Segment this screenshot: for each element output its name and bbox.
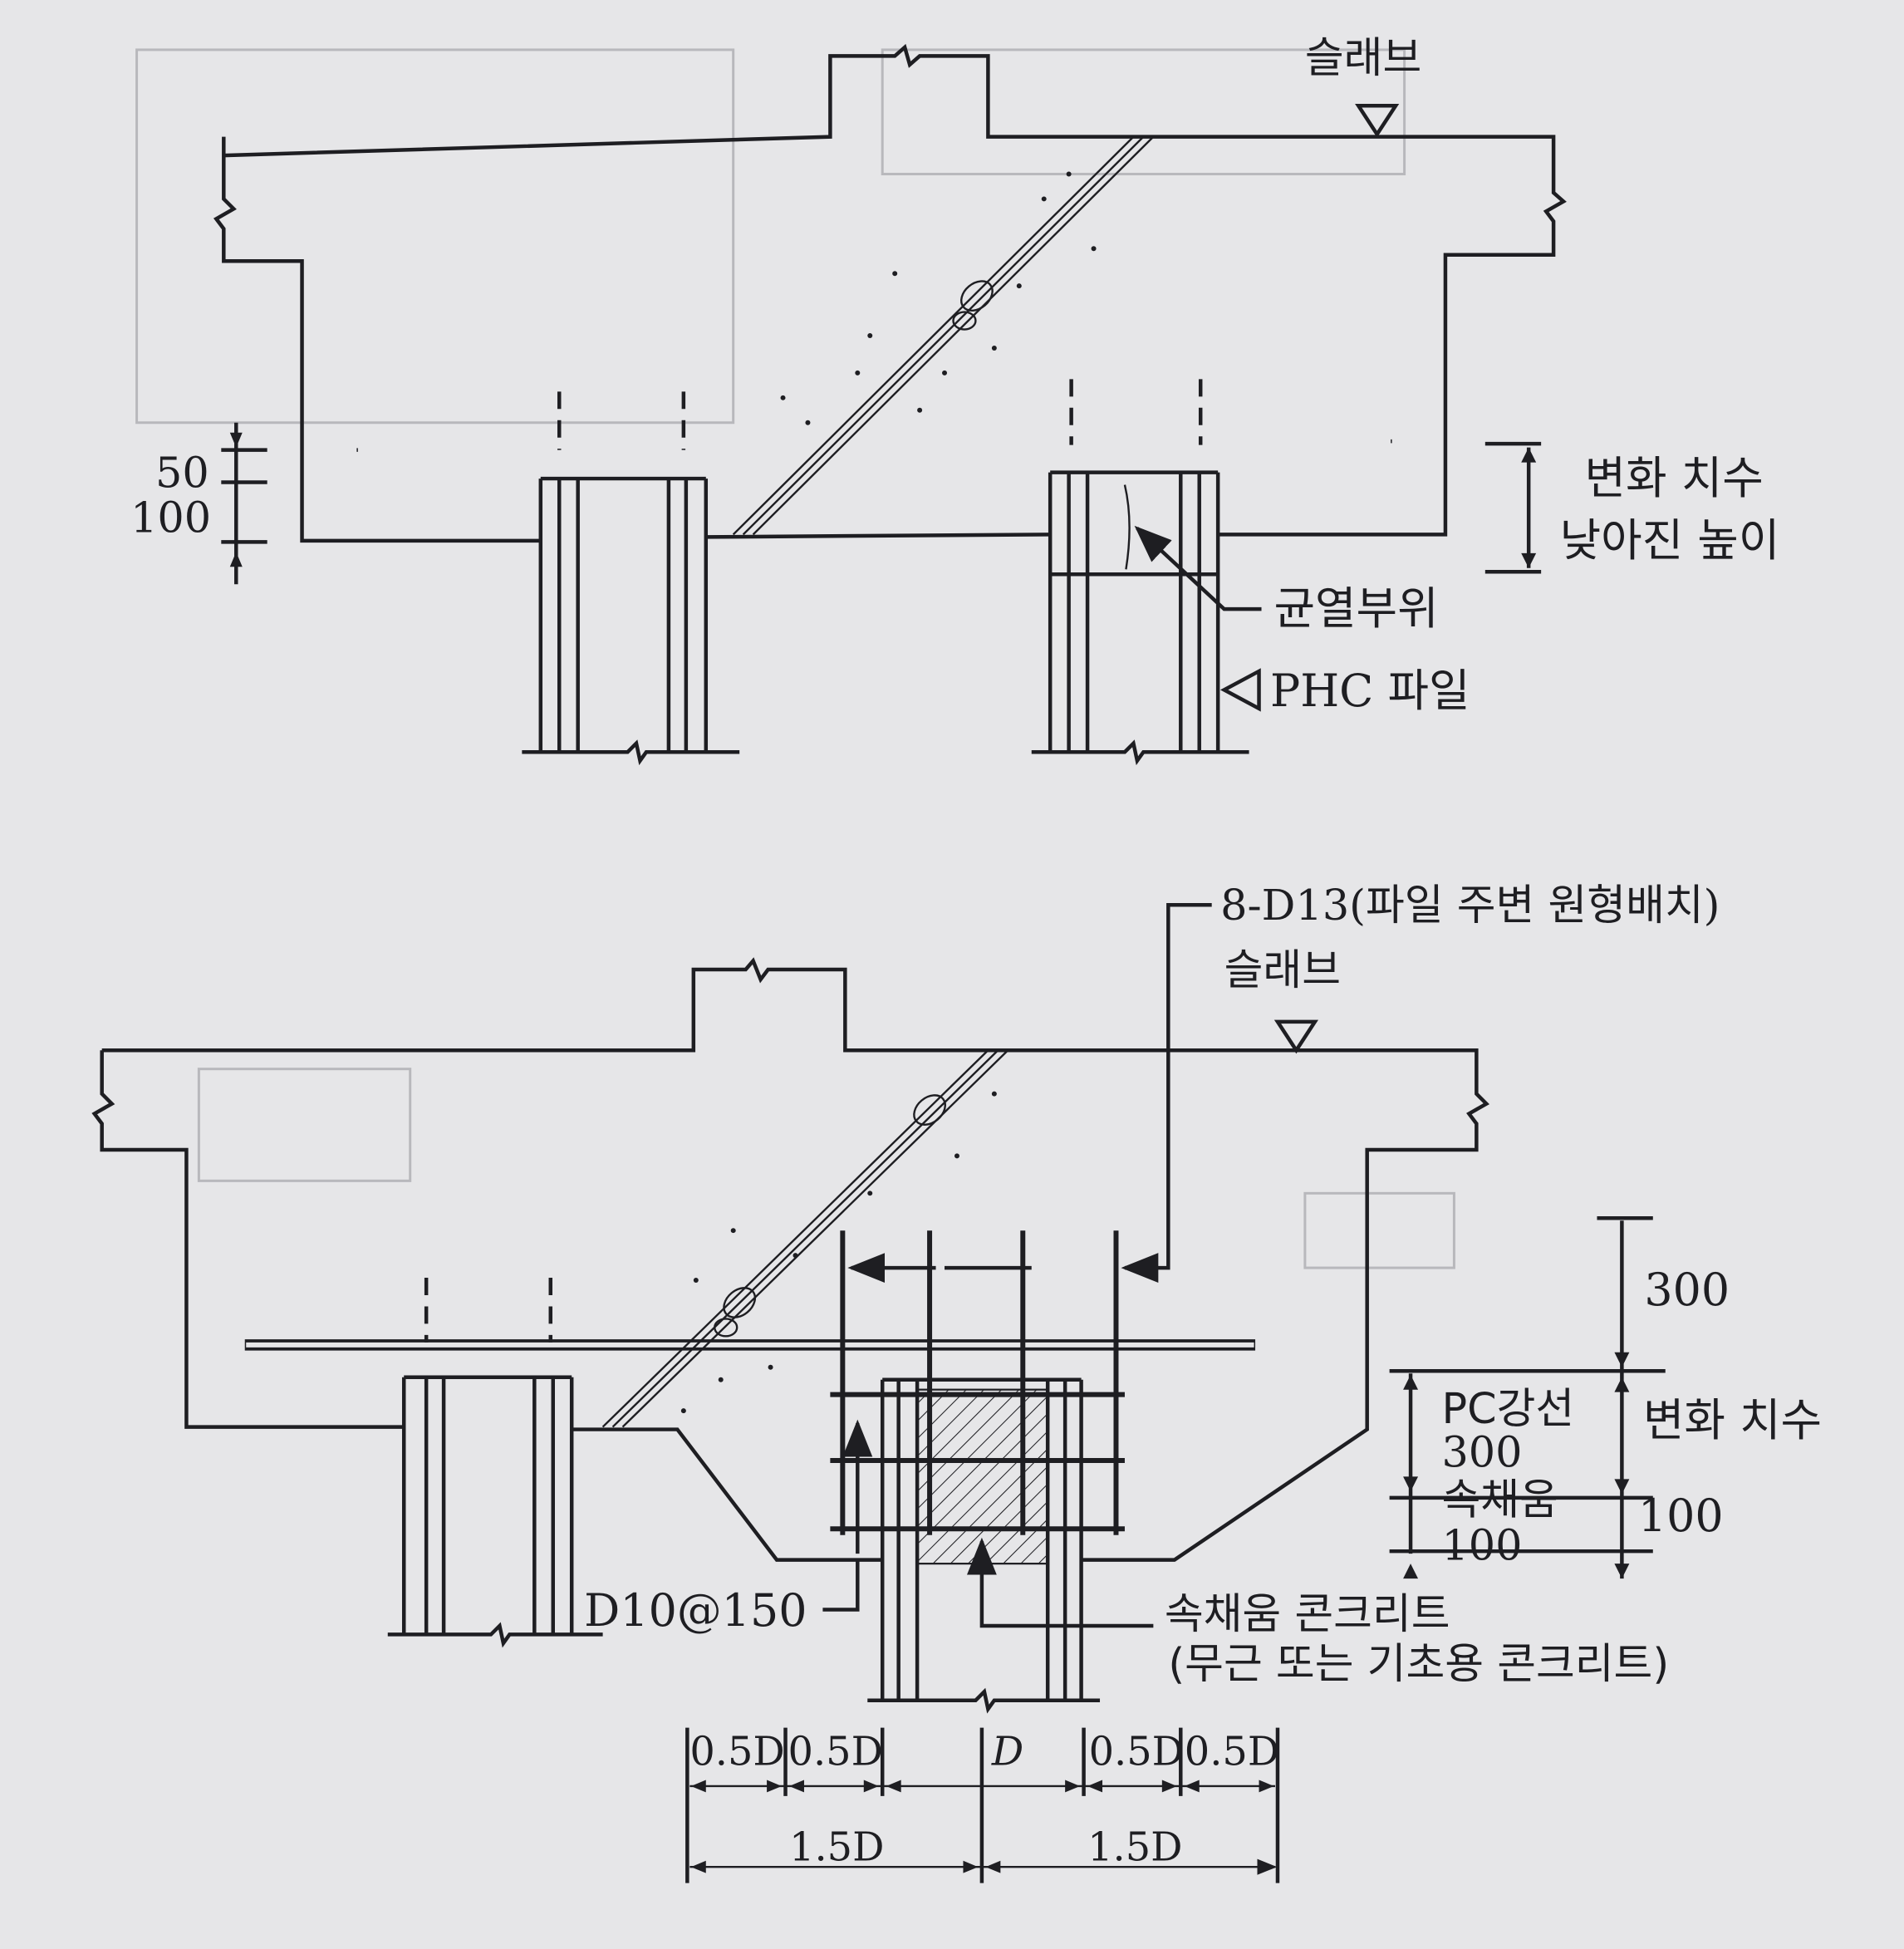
pile-left — [387, 1375, 603, 1648]
dim-100: 100 — [130, 493, 211, 542]
dim-0.5d-3: 0.5D — [1089, 1730, 1184, 1775]
lowered-height-label: 낮아진 높이 — [1560, 514, 1780, 567]
dim-50: 50 — [155, 449, 209, 498]
slab-outline — [223, 43, 1567, 537]
dim-300-left: 300 — [1441, 1427, 1522, 1476]
bottom-detail: 슬래브 8-D13(파일 주변 원형배치) 300 PC강선 300 속채움 1… — [91, 881, 1822, 1883]
dim-300-right: 300 — [1644, 1264, 1730, 1316]
infill-concrete-label: 속채움 콘크리트 — [1165, 1589, 1450, 1638]
crack-label: 균열부위 — [1273, 582, 1438, 635]
crack-band — [601, 1049, 1009, 1428]
pile-right — [1031, 470, 1249, 766]
dim-0.5d-4: 0.5D — [1185, 1730, 1279, 1775]
slab-level-icon — [1355, 103, 1400, 138]
top-detail: 슬래브 50 100 변화 치수 낮아진 높이 균열부위 PHC 파일 — [130, 33, 1780, 766]
change-dim-label: 변화 치수 — [1585, 452, 1764, 504]
slab-level-icon — [1273, 1019, 1318, 1054]
dim-100-left: 100 — [1441, 1521, 1522, 1570]
phc-pile-label: PHC 파일 — [1270, 665, 1470, 717]
dim-0.5d-2: 0.5D — [788, 1730, 883, 1775]
pile-pointer-icon — [1219, 668, 1261, 712]
infill-concrete-note: (무근 또는 기초용 콘크리트) — [1168, 1639, 1669, 1688]
top-slab-label: 슬래브 — [1305, 33, 1421, 82]
show-through-ghost — [135, 48, 1455, 1269]
dim-1.5d-right: 1.5D — [1087, 1825, 1182, 1871]
dim-100-right: 100 — [1638, 1490, 1724, 1542]
dim-1.5d-left: 1.5D — [789, 1825, 884, 1871]
slab-outline — [101, 957, 1489, 1562]
crack-band — [732, 135, 1155, 536]
tie-label: D10@150 — [584, 1584, 807, 1637]
dim-d: D — [991, 1730, 1023, 1775]
bottom-dimensions: 0.5D 0.5D D 0.5D 0.5D 1.5D 1.5D — [685, 1727, 1279, 1883]
dim-0.5d-1: 0.5D — [689, 1730, 784, 1775]
rebar-note: 8-D13(파일 주변 원형배치) — [1220, 881, 1720, 930]
rebar-cage — [830, 1230, 1125, 1554]
pile-left — [522, 476, 740, 766]
pc-strand-label: PC강선 — [1441, 1384, 1574, 1433]
change-dim-label: 변화 치수 — [1643, 1394, 1822, 1446]
infill-label: 속채움 — [1441, 1475, 1558, 1524]
infill-concrete-hatch — [915, 1388, 1049, 1565]
bottom-slab-label: 슬래브 — [1224, 945, 1341, 994]
